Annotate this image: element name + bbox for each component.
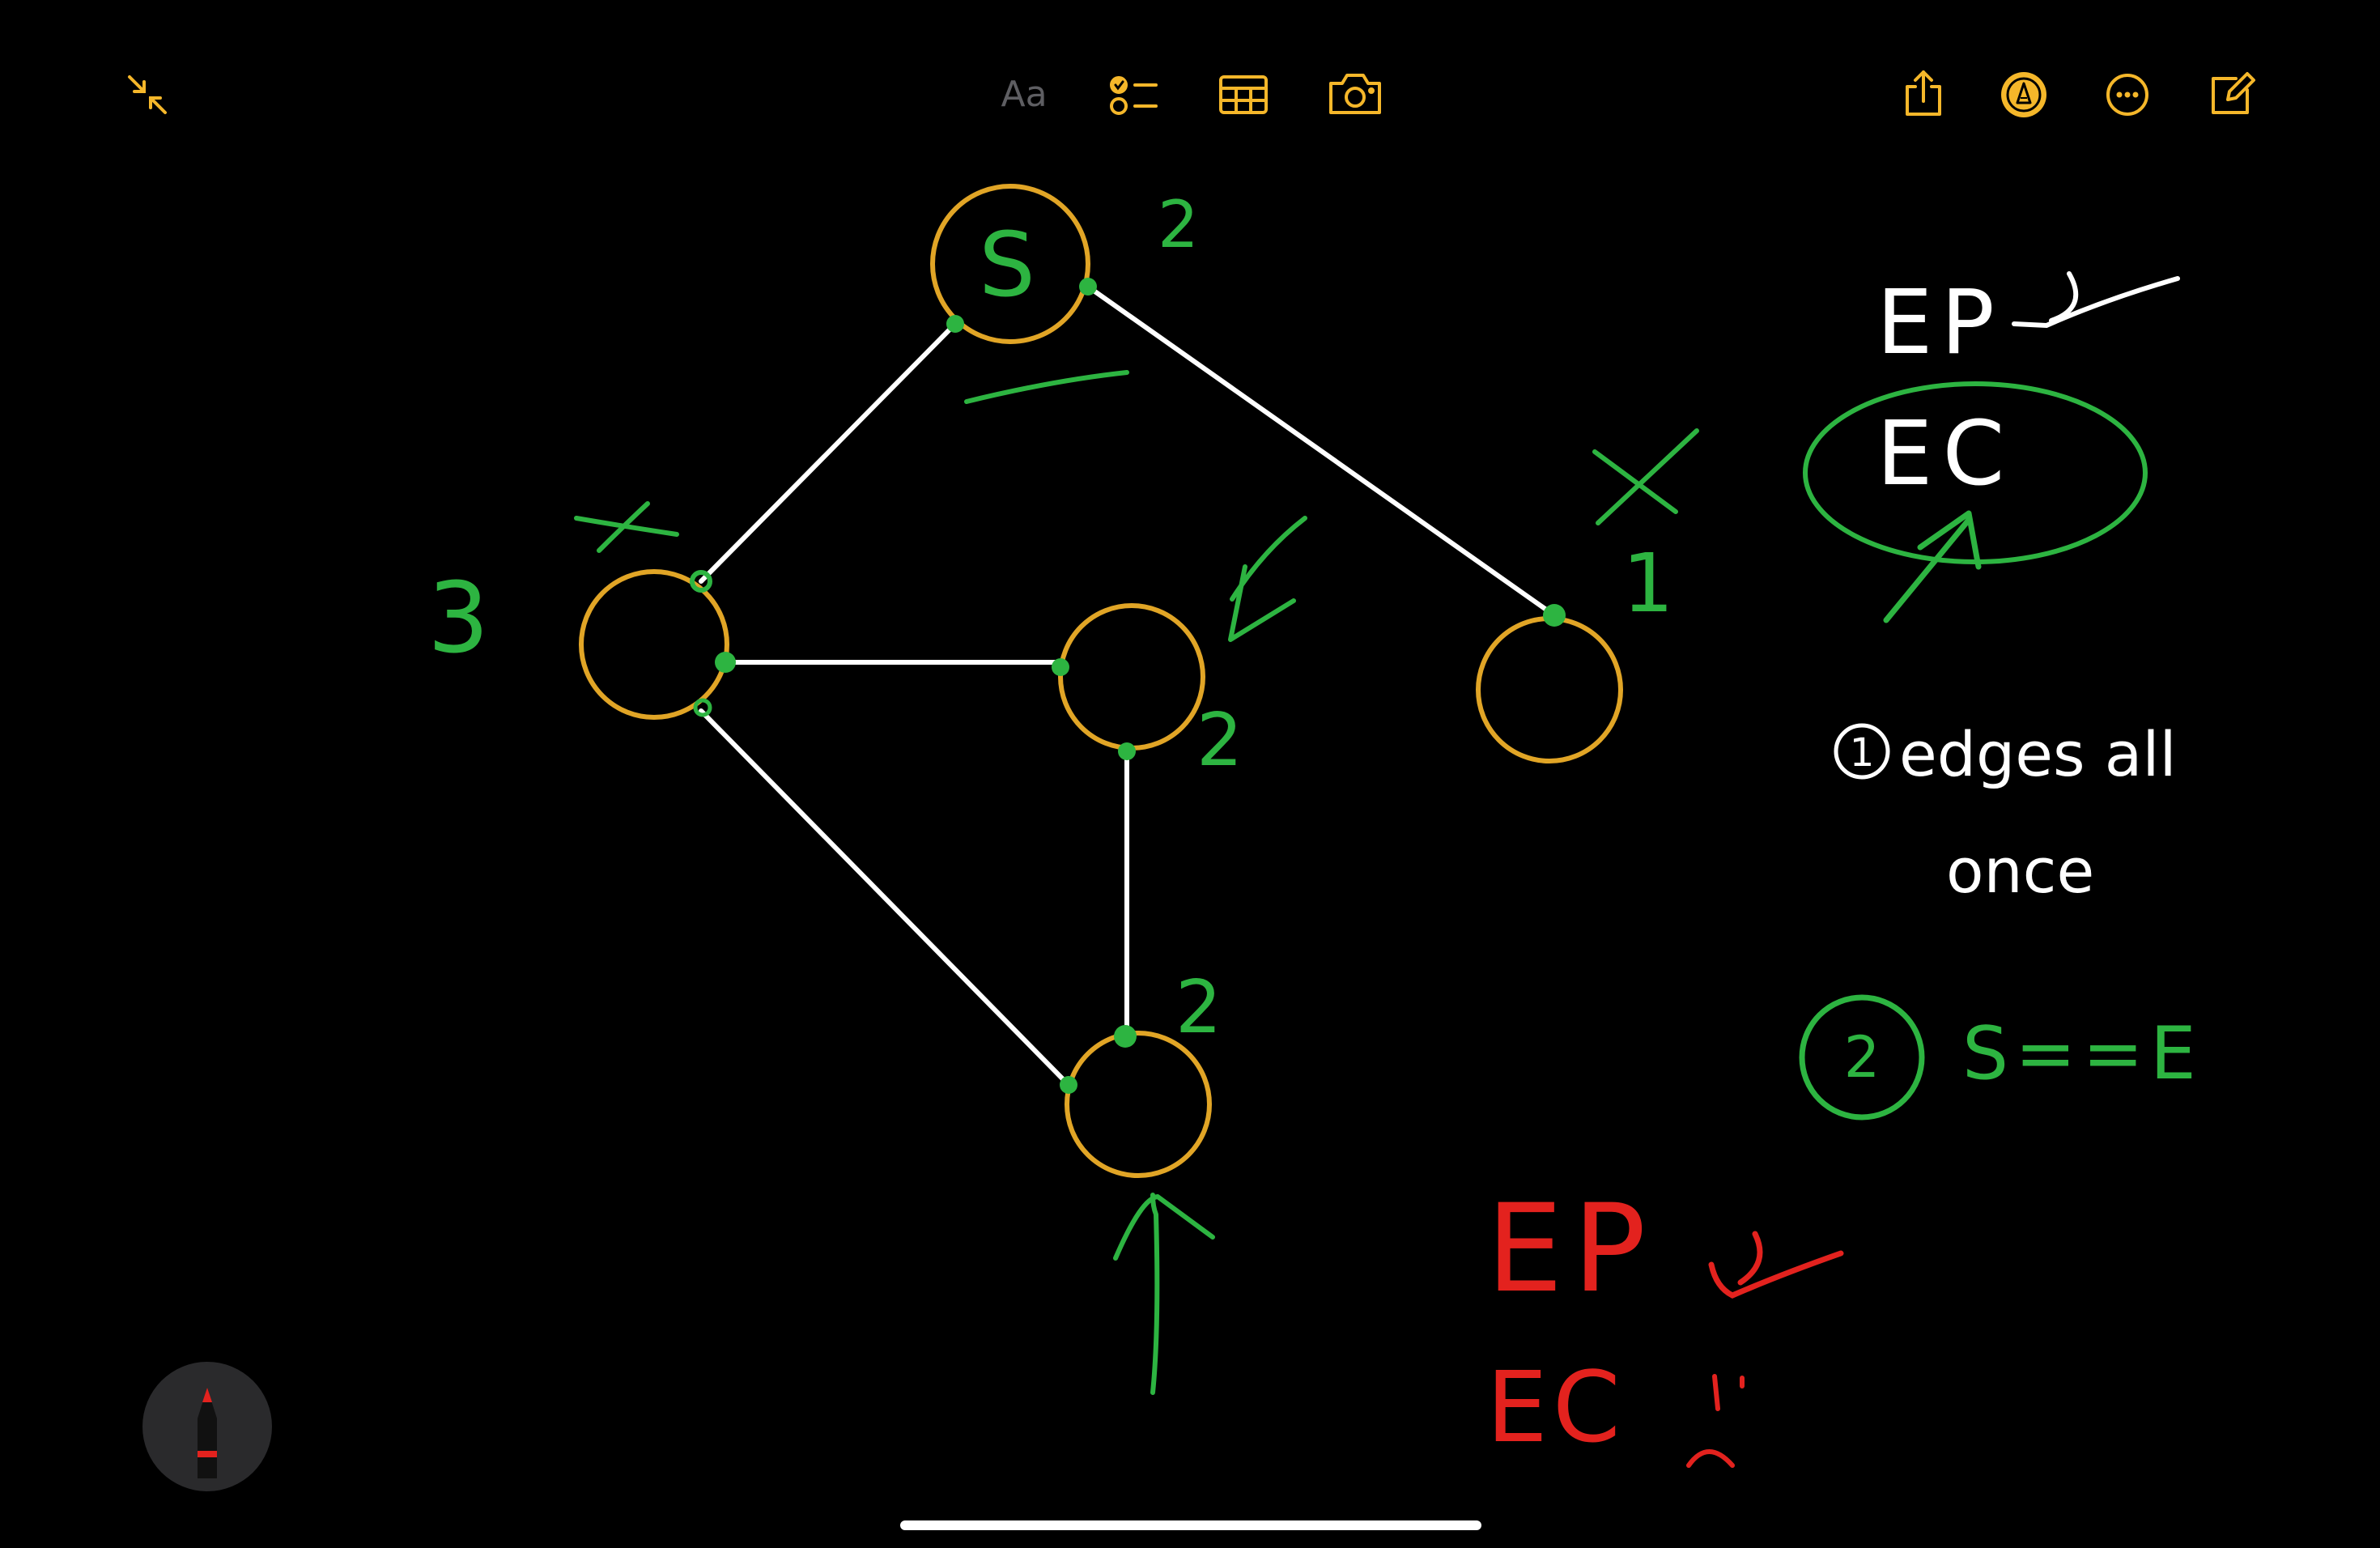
arrows-in-icon[interactable] (128, 75, 167, 114)
note-ep-top: EP (1876, 270, 2003, 374)
degree-label-right: 1 (1622, 536, 1674, 631)
check-mark-ep-bottom (1708, 1231, 1844, 1299)
rule-one-marker: 1 (1850, 730, 1875, 776)
share-icon[interactable] (1906, 70, 1941, 116)
edge-s-right (1086, 284, 1557, 618)
edge-marks (690, 278, 1566, 1094)
compose-icon[interactable] (2212, 72, 2255, 114)
graph-drawing: S 2 3 2 1 2 (427, 184, 1699, 1395)
graph-edges (699, 284, 1557, 1087)
pen-markup-icon[interactable] (2001, 72, 2046, 117)
rule-one-line1: edges all (1899, 718, 2177, 790)
camera-icon[interactable] (1329, 74, 1381, 114)
rule-one-marker-circle (1834, 723, 1890, 780)
table-icon[interactable] (1219, 75, 1268, 114)
rule-two-marker: 2 (1844, 1024, 1881, 1091)
rule-one-line2: once (1946, 835, 2094, 907)
source-node-label: S (979, 213, 1035, 317)
node-middle (1058, 603, 1205, 751)
rule-two-marker-circle (1799, 994, 1925, 1121)
home-indicator[interactable] (900, 1520, 1481, 1530)
cross-mark-left (574, 501, 679, 553)
ellipsis-circle-icon[interactable] (2106, 74, 2148, 116)
check-mark-ep-top (2012, 271, 2180, 329)
note-ec-bottom: EC (1486, 1352, 1626, 1465)
edge-left-bottom (699, 708, 1071, 1087)
node-bottom (1065, 1031, 1212, 1178)
source-underline (964, 370, 1129, 404)
degree-label-bottom: 2 (1175, 965, 1222, 1050)
checklist-icon[interactable] (1110, 76, 1158, 115)
top-toolbar: Aa (128, 70, 2255, 117)
node-right (1476, 616, 1623, 763)
rule-two-text: S==E (1962, 1011, 2203, 1096)
degree-label-left: 3 (427, 563, 489, 675)
cross-mark-right (1592, 428, 1699, 525)
format-text-button[interactable]: Aa (1001, 74, 1047, 115)
side-notes: EP EC 1 edges all once 2 S==E EP EC (1486, 270, 2203, 1468)
degree-label-middle: 2 (1196, 698, 1243, 783)
node-left (579, 569, 729, 720)
note-ep-bottom: EP (1486, 1179, 1655, 1320)
pencil-tool-button[interactable] (142, 1362, 272, 1491)
check-mark-middle (1228, 516, 1307, 642)
note-ec-circled: EC (1876, 402, 2014, 505)
sad-face-mark (1686, 1374, 1745, 1468)
graph-nodes (579, 184, 1623, 1178)
start-arrow (1113, 1193, 1215, 1395)
pencil-icon (198, 1388, 217, 1478)
node-s (930, 184, 1090, 344)
ec-arrow (1883, 510, 1982, 623)
degree-label-s: 2 (1158, 187, 1199, 262)
edge-s-left (699, 321, 958, 584)
